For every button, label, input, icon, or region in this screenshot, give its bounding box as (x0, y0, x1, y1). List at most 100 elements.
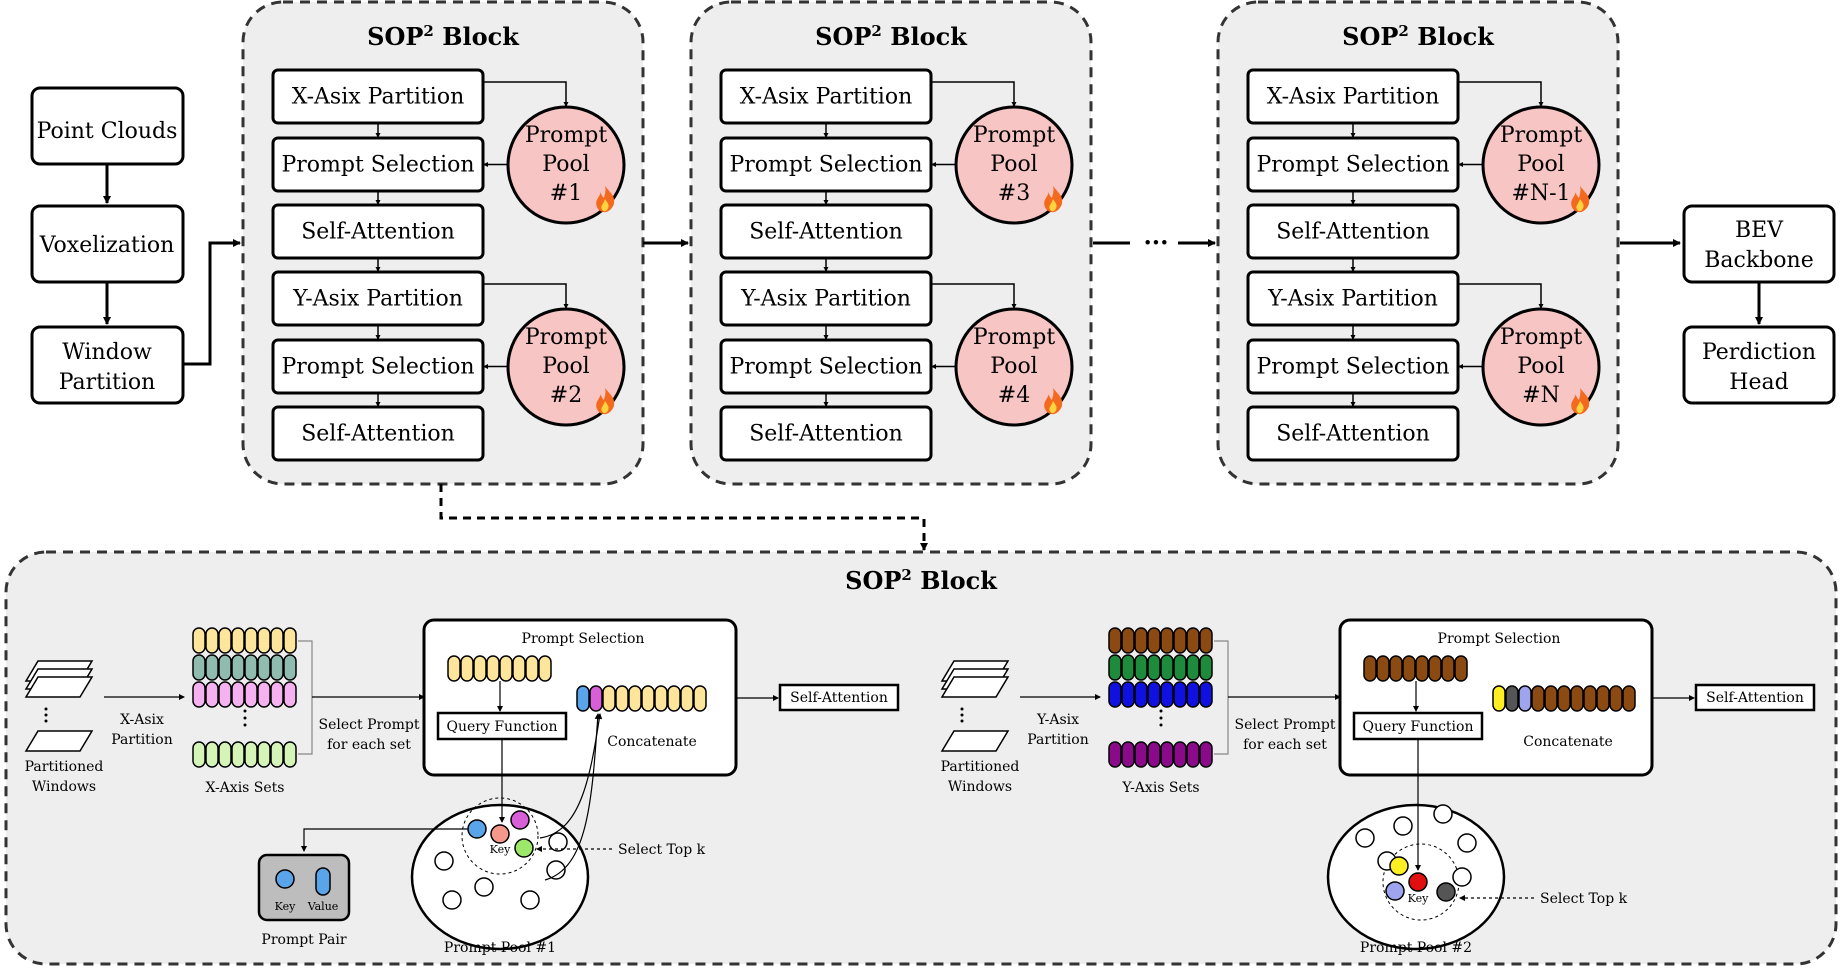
set-token (1199, 627, 1213, 654)
select-prompt-label: for each set (1243, 737, 1327, 753)
query-token (1441, 655, 1455, 682)
set-token (1147, 741, 1161, 768)
set-token (283, 681, 297, 708)
detail-title: SOP2 Block (845, 566, 998, 595)
prompt-pool-ellipse: Key (1326, 803, 1506, 951)
prediction-head-label-1: Perdiction (1702, 340, 1816, 365)
set-token (1147, 654, 1161, 681)
concat-token (1505, 685, 1519, 712)
set-token (1134, 681, 1148, 708)
partitioned-windows-label: Partitioned (941, 759, 1020, 775)
set-ellipsis-dot (1159, 709, 1163, 713)
sop2-row-label: Prompt Selection (281, 355, 474, 380)
set-token (1173, 627, 1187, 654)
set-token (1121, 654, 1135, 681)
sop2-row-label: Self-Attention (749, 422, 903, 447)
zoom-connector (439, 484, 928, 551)
query-token (1428, 655, 1442, 682)
set-token (205, 681, 219, 708)
set-token (1147, 627, 1161, 654)
query-token (512, 655, 526, 682)
query-token (473, 655, 487, 682)
set-token (205, 741, 219, 768)
prompt-pair-title: Prompt Pair (261, 932, 346, 948)
prompt-key (434, 851, 454, 871)
prediction-head-label-2: Head (1729, 370, 1788, 395)
selected-keys-region (461, 797, 539, 875)
concat-token (1544, 685, 1558, 712)
prompt-pool-ellipse: Key (410, 797, 590, 951)
set-token (231, 654, 245, 681)
set-token (244, 741, 258, 768)
set-token (244, 681, 258, 708)
sop2-block-title: SOP2 Block (367, 22, 520, 51)
prompt-pool-label: #1 (550, 181, 582, 206)
pair-value-token (315, 867, 331, 896)
sop2-row-label: X-Asix Partition (740, 85, 913, 110)
set-token (257, 627, 271, 654)
partition-label: Partition (1027, 732, 1088, 748)
concat-token (615, 685, 629, 712)
selected-prompt-key (1408, 872, 1428, 892)
set-token (218, 741, 232, 768)
prompt-key (546, 860, 566, 880)
arrow-partition-pool (1458, 81, 1544, 107)
arrow-partition-pool (931, 81, 1017, 107)
pair-key-token (275, 869, 295, 889)
selected-prompt-key (490, 824, 510, 844)
concat-token (1518, 685, 1532, 712)
set-token (1134, 741, 1148, 768)
query-token (1376, 655, 1390, 682)
select-top-k-label: Select Top k (1540, 891, 1628, 907)
sop2-block-title: SOP2 Block (1342, 22, 1495, 51)
prompt-pool-label: Prompt (1500, 123, 1583, 148)
prompt-key (1452, 867, 1472, 887)
voxelization-label: Voxelization (39, 233, 175, 258)
concat-token (1531, 685, 1545, 712)
set-ellipsis-dot (243, 723, 247, 727)
concat-token (1570, 685, 1584, 712)
concatenate-label: Concatenate (607, 734, 697, 750)
prompt-pool-label: Pool (1517, 152, 1564, 177)
set-token (244, 627, 258, 654)
prompt-key (520, 890, 540, 910)
prompt-pool-label: Prompt (525, 325, 608, 350)
prompt-key (474, 877, 494, 897)
set-token (1108, 654, 1122, 681)
prompt-selection-title: Prompt Selection (1438, 631, 1561, 647)
sop2-row-label: Prompt Selection (1256, 153, 1449, 178)
partition-label: Partition (111, 732, 172, 748)
axis-sets (1108, 627, 1229, 768)
prediction-head-box (1682, 325, 1836, 405)
set-token (231, 681, 245, 708)
partitioned-windows-label: Windows (32, 779, 96, 795)
concat-token (628, 685, 642, 712)
set-token (270, 681, 284, 708)
prompt-key (1393, 816, 1413, 836)
selected-prompt-key (1389, 856, 1409, 876)
concat-token (1622, 685, 1636, 712)
prompt-key (1433, 804, 1453, 824)
prompt-key (442, 890, 462, 910)
axis-sets-label: Y-Axis Sets (1121, 780, 1199, 796)
selected-prompt-key (1385, 881, 1405, 901)
sop2-row-label: Self-Attention (301, 422, 455, 447)
set-token (257, 741, 271, 768)
set-token (1108, 627, 1122, 654)
window-partition-label-2: Partition (59, 370, 156, 395)
prompt-pool-label: #N (1522, 383, 1560, 408)
set-token (1134, 627, 1148, 654)
set-token (1199, 681, 1213, 708)
self-attention-label: Self-Attention (790, 690, 888, 706)
prompt-pool-label: Pool (990, 354, 1037, 379)
set-ellipsis-dot (1159, 716, 1163, 720)
selected-prompt-key (467, 819, 487, 839)
prompt-pool-label: Pool (1517, 354, 1564, 379)
concat-token (1557, 685, 1571, 712)
set-token (231, 741, 245, 768)
